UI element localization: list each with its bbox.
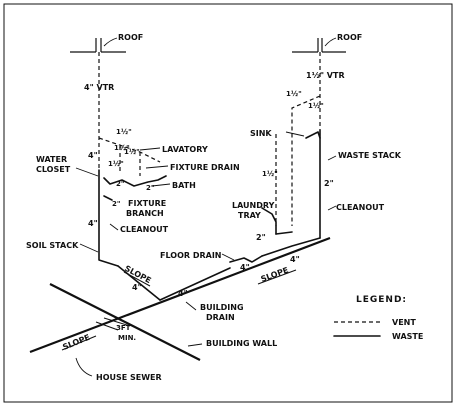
label-fixture-drain: FIXTURE DRAIN	[170, 163, 240, 172]
roof-leader-right	[324, 37, 337, 47]
label-waste-stack: WASTE STACK	[338, 151, 402, 160]
label-slope-c: SLOPE	[61, 333, 91, 352]
label-half-b: 1½"	[114, 144, 130, 152]
legend-title: LEGEND:	[356, 295, 407, 305]
slope-arrow-a	[123, 271, 151, 287]
label-slope-b: SLOPE	[260, 266, 290, 284]
label-building-drain-2: DRAIN	[206, 313, 235, 322]
soil-stack-leader	[79, 243, 99, 253]
building-wall-leader	[187, 343, 203, 347]
cleanout-left-leader	[109, 223, 119, 231]
legend-waste-label: WASTE	[392, 332, 423, 341]
label-cleanout-right: CLEANOUT	[336, 203, 385, 212]
label-cleanout-left: CLEANOUT	[120, 225, 169, 234]
laundry-waste	[275, 231, 293, 235]
label-laundry-tray-2: TRAY	[238, 211, 261, 220]
sink-trap	[305, 131, 321, 139]
label-two-ws: 2"	[324, 179, 334, 188]
fixture-drain-leader	[145, 165, 169, 169]
building-drain-leader	[185, 301, 197, 311]
sink-leader	[285, 131, 305, 137]
min-distance-marks	[95, 317, 131, 331]
label-two-a: 2"	[116, 180, 125, 188]
label-two-b: 2"	[146, 184, 155, 192]
laundry-trap	[261, 207, 277, 235]
frame	[3, 3, 453, 403]
label-vtr-left: 4" VTR	[84, 83, 114, 92]
label-roof-left: ROOF	[118, 33, 143, 42]
label-half-c: 1½"	[108, 160, 124, 168]
bath-leader	[151, 183, 171, 187]
slope-arrow-b	[257, 269, 297, 285]
label-four-soil: 4"	[88, 219, 98, 228]
label-two-c: 2"	[112, 200, 121, 208]
label-sink: SINK	[250, 129, 272, 138]
label-soil-stack: SOIL STACK	[26, 241, 79, 250]
floor-drain-trap	[229, 255, 263, 263]
building-drain-branch	[159, 267, 231, 301]
building-drain-line	[29, 236, 331, 354]
label-fixture-branch-1: FIXTURE	[128, 199, 166, 208]
label-water-closet-2: CLOSET	[36, 165, 71, 174]
label-vtr-right: 1½" VTR	[306, 70, 345, 80]
roof-line-left	[70, 38, 126, 53]
label-half-a: 1½"	[116, 128, 132, 136]
house-sewer-leader	[75, 357, 93, 377]
label-four-bd1: 4"	[132, 283, 142, 292]
label-half-f: 1½"	[308, 102, 324, 110]
label-two-lt: 2"	[256, 233, 266, 242]
label-four-wc: 4"	[88, 151, 98, 160]
label-four-bd2: 4"	[178, 289, 188, 298]
label-floor-drain: FLOOR DRAIN	[160, 251, 222, 260]
legend-vent-label: VENT	[392, 318, 416, 327]
soil-stack	[98, 169, 119, 267]
building-wall-line	[49, 283, 201, 361]
label-laundry-tray-1: LAUNDRY	[232, 201, 275, 210]
legend: LEGEND: VENT WASTE	[333, 295, 423, 341]
label-half-e: 1½"	[286, 90, 302, 98]
label-four-fd: 4"	[240, 263, 250, 272]
label-half-g: 1½"	[262, 170, 278, 178]
label-half-d: 1½"	[124, 148, 140, 156]
lavatory-leader	[139, 147, 161, 151]
roof-leader-left	[103, 37, 118, 47]
slope-arrow-c	[61, 335, 97, 351]
label-three-ft: 3FT	[116, 324, 131, 332]
drain-slope-segment	[117, 265, 161, 301]
label-house-sewer: HOUSE SEWER	[96, 373, 162, 382]
label-building-wall: BUILDING WALL	[206, 339, 277, 348]
vent-sink-loop	[291, 95, 321, 226]
label-bath: BATH	[172, 181, 196, 190]
floor-drain-leader	[221, 253, 235, 261]
label-lavatory: LAVATORY	[162, 145, 208, 154]
fixture-branch	[103, 175, 167, 187]
label-building-drain-1: BUILDING	[200, 303, 244, 312]
water-closet-leader	[75, 167, 99, 177]
label-min: MIN.	[118, 334, 136, 342]
label-roof-right: ROOF	[337, 33, 362, 42]
horizontal-branch	[261, 237, 321, 257]
label-water-closet-1: WATER	[36, 155, 67, 164]
roof-line-right	[292, 38, 346, 53]
label-fixture-branch-2: BRANCH	[126, 209, 164, 218]
waste-stack-leader	[327, 155, 337, 161]
cleanout-right-leader	[327, 205, 337, 211]
cleanout-stub-left	[103, 195, 113, 201]
label-four-fd2: 4"	[290, 255, 300, 264]
